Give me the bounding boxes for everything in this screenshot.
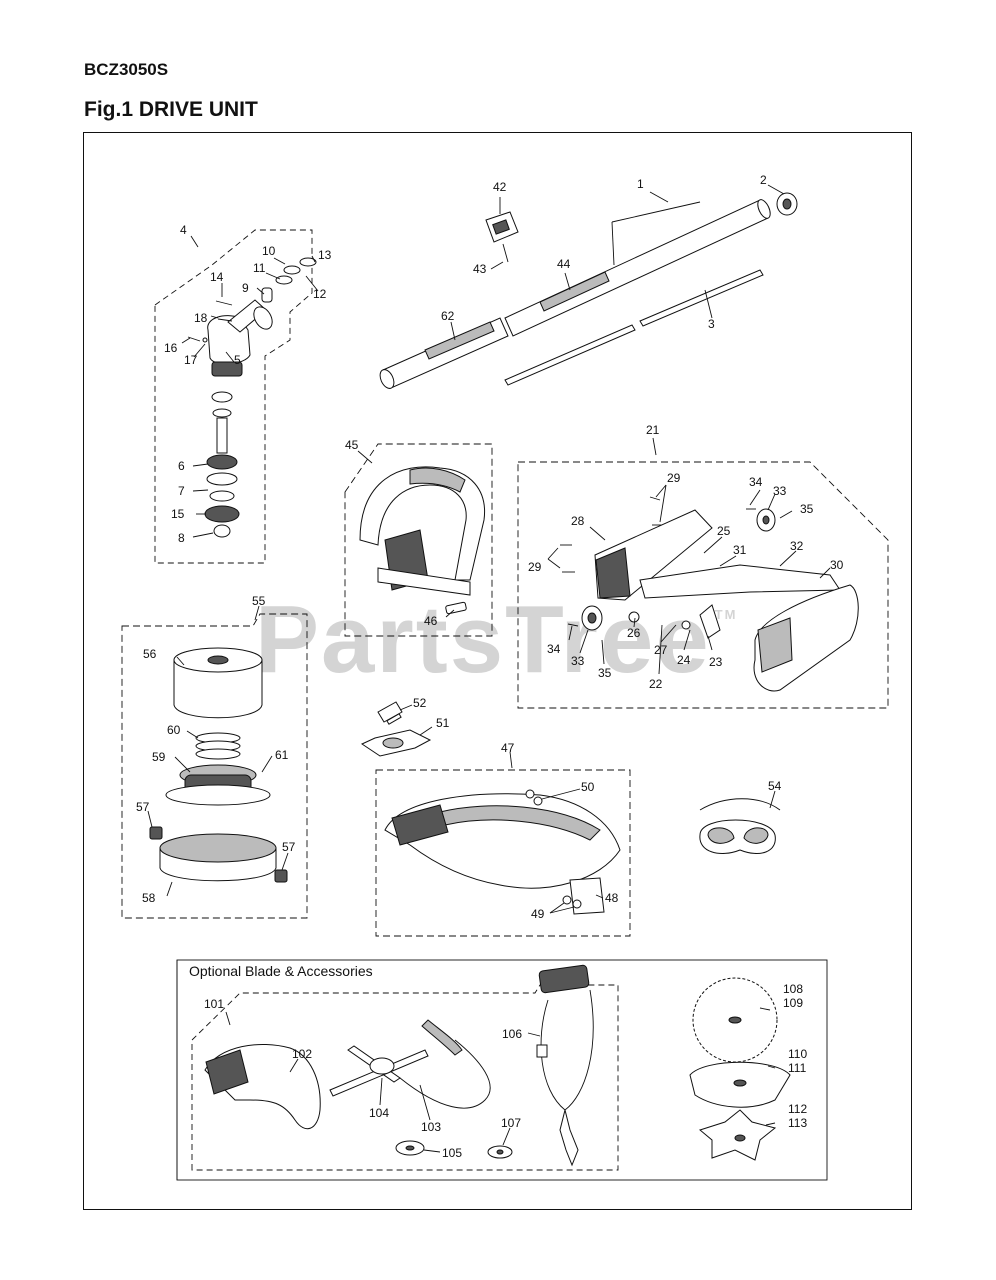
callout-104: 104 xyxy=(369,1106,389,1120)
optional-accessories-section: Optional Blade & Accessories 101 102 104… xyxy=(176,959,828,1181)
optional-section-title: Optional Blade & Accessories xyxy=(189,963,373,979)
callout-55: 55 xyxy=(252,594,266,608)
shaft-assembly: 1 2 3 42 43 44 62 xyxy=(379,173,798,389)
goggles-group: 54 xyxy=(699,779,782,854)
callout-52: 52 xyxy=(413,696,427,710)
callout-26: 26 xyxy=(627,626,641,640)
callout-16: 16 xyxy=(164,341,178,355)
callout-34a: 34 xyxy=(749,475,763,489)
callout-47: 47 xyxy=(501,741,515,755)
callout-57a: 57 xyxy=(136,800,150,814)
callout-5: 5 xyxy=(234,353,241,367)
callout-31: 31 xyxy=(733,543,747,557)
callout-18: 18 xyxy=(194,311,208,325)
callout-112: 112 xyxy=(788,1102,807,1116)
callout-23: 23 xyxy=(709,655,723,669)
callout-29b: 29 xyxy=(528,560,542,574)
callout-27: 27 xyxy=(654,643,668,657)
callout-48: 48 xyxy=(605,891,619,905)
callout-34b: 34 xyxy=(547,642,561,656)
callout-4: 4 xyxy=(180,223,187,237)
callout-22: 22 xyxy=(649,677,663,691)
gear-case-group: 4 5 6 7 8 9 10 11 12 13 14 15 16 17 18 xyxy=(154,223,332,564)
callout-111: 111 xyxy=(788,1061,807,1075)
callout-44: 44 xyxy=(557,257,571,271)
callout-61: 61 xyxy=(275,748,289,762)
callout-42: 42 xyxy=(493,180,507,194)
callout-54: 54 xyxy=(768,779,782,793)
callout-113: 113 xyxy=(788,1116,807,1130)
callout-29a: 29 xyxy=(667,471,681,485)
callout-11: 11 xyxy=(253,261,266,275)
callout-109: 109 xyxy=(783,996,803,1010)
guard-group: 47 48 49 50 xyxy=(375,741,631,937)
callout-15: 15 xyxy=(171,507,185,521)
callout-7: 7 xyxy=(178,484,185,498)
callout-30: 30 xyxy=(830,558,844,572)
callout-17: 17 xyxy=(184,353,198,367)
callout-35b: 35 xyxy=(598,666,612,680)
bracket-group: 52 51 xyxy=(360,696,450,757)
callout-62: 62 xyxy=(441,309,455,323)
callout-45: 45 xyxy=(345,438,359,452)
callout-25: 25 xyxy=(717,524,731,538)
callout-46: 46 xyxy=(424,614,438,628)
trimmer-head-group: 55 56 57 57 58 59 60 61 xyxy=(121,594,308,919)
callout-56: 56 xyxy=(143,647,157,661)
callout-51: 51 xyxy=(436,716,450,730)
callout-108: 108 xyxy=(783,982,803,996)
callout-43: 43 xyxy=(473,262,487,276)
callout-14: 14 xyxy=(210,270,224,284)
callout-35a: 35 xyxy=(800,502,814,516)
callout-58: 58 xyxy=(142,891,156,905)
figure-title: Fig.1 DRIVE UNIT xyxy=(84,98,258,121)
callout-9: 9 xyxy=(242,281,249,295)
callout-33a: 33 xyxy=(773,484,787,498)
throttle-handle-group: 21 22 23 24 25 26 27 28 29 29 30 31 32 3… xyxy=(517,423,889,709)
handle-group: 45 46 xyxy=(344,438,493,637)
callout-1: 1 xyxy=(637,177,644,191)
callout-107: 107 xyxy=(501,1116,521,1130)
callout-60: 60 xyxy=(167,723,181,737)
callout-105: 105 xyxy=(442,1146,462,1160)
callout-57b: 57 xyxy=(282,840,296,854)
callout-2: 2 xyxy=(760,173,767,187)
callout-50: 50 xyxy=(581,780,595,794)
callout-101: 101 xyxy=(204,997,224,1011)
callout-13: 13 xyxy=(318,248,332,262)
callout-33b: 33 xyxy=(571,654,585,668)
callout-8: 8 xyxy=(178,531,185,545)
callout-6: 6 xyxy=(178,459,185,473)
callout-103: 103 xyxy=(421,1120,441,1134)
callout-106: 106 xyxy=(502,1027,522,1041)
callout-110: 110 xyxy=(788,1047,807,1061)
callout-59: 59 xyxy=(152,750,166,764)
callout-32: 32 xyxy=(790,539,804,553)
diagram-frame xyxy=(83,132,912,1210)
callout-10: 10 xyxy=(262,244,276,258)
callout-24: 24 xyxy=(677,653,691,667)
callout-102: 102 xyxy=(292,1047,312,1061)
callout-3: 3 xyxy=(708,317,715,331)
callout-12: 12 xyxy=(313,287,327,301)
callout-49: 49 xyxy=(531,907,545,921)
model-number: BCZ3050S xyxy=(84,60,169,79)
callout-21: 21 xyxy=(646,423,660,437)
callout-28: 28 xyxy=(571,514,585,528)
